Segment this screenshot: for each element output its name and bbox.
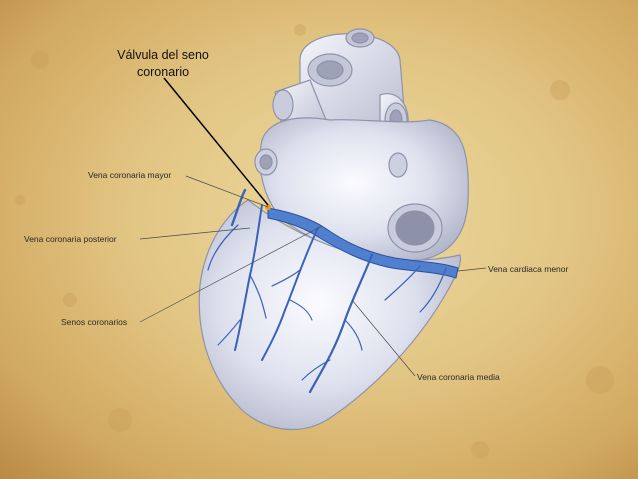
coronary-sinus [267,207,459,279]
label-vena-cardiaca-menor: Vena cardiaca menor [488,264,569,274]
label-vena-coronaria-media: Vena coronaria media [417,372,500,382]
label-vena-coronaria-mayor: Vena coronaria mayor [88,170,172,180]
label-vena-coronaria-posterior: Vena coronaria posterior [24,234,117,244]
valve-label: Válvula del seno coronario [95,47,231,81]
cardiac-veins [207,188,447,394]
label-senos-coronarios: Senos coronarios [61,317,128,327]
valve-label-line2: coronario [136,65,190,79]
valve-pointer-line [163,77,269,206]
parchment-texture [15,24,614,459]
valve-label-line1: Válvula del seno [117,48,209,62]
leader-lines [139,175,487,377]
